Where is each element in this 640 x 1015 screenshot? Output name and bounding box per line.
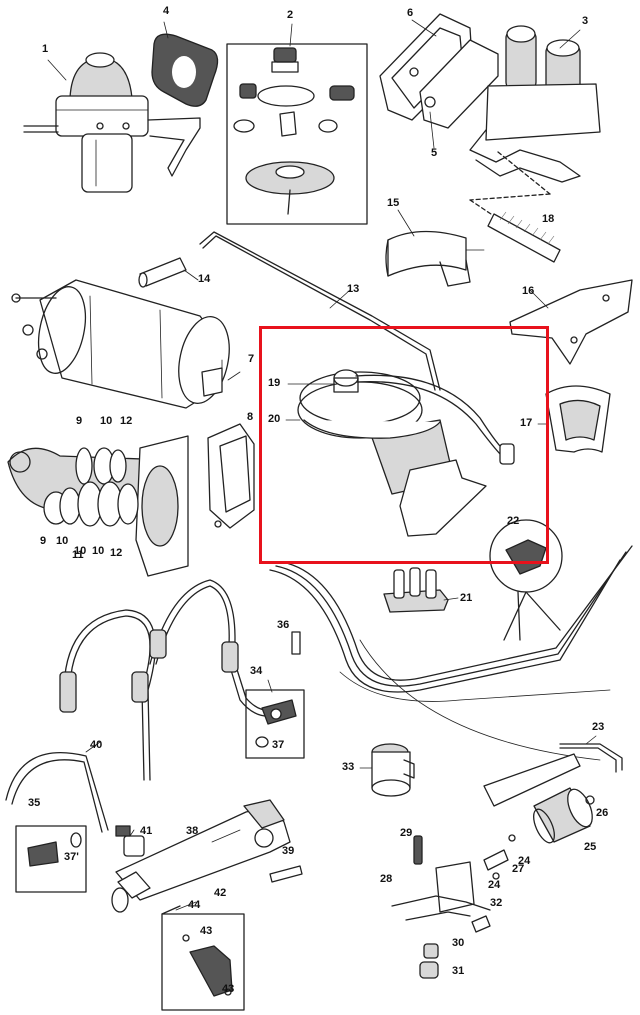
return-hose-drawing — [5, 752, 109, 833]
pipe-clip-drawing — [489, 519, 563, 641]
regulator-kit-box — [245, 689, 305, 759]
injector-kit-box — [161, 913, 245, 1011]
callout-35[interactable]: 35 — [28, 797, 41, 809]
pump-internals-drawing — [7, 435, 189, 577]
callout-15[interactable]: 15 — [387, 197, 400, 209]
callout-3[interactable]: 3 — [582, 15, 589, 27]
callout-5[interactable]: 5 — [431, 147, 438, 159]
callout-20[interactable]: 20 — [268, 413, 281, 425]
callout-27[interactable]: 27 — [512, 863, 525, 875]
callout-19[interactable]: 19 — [268, 377, 281, 389]
callout-34[interactable]: 34 — [250, 665, 263, 677]
callout-32[interactable]: 32 — [490, 897, 503, 909]
callout-10b[interactable]: 10 — [56, 535, 69, 547]
callout-29[interactable]: 29 — [400, 827, 413, 839]
callout-36[interactable]: 36 — [277, 619, 290, 631]
fuel-pipe-23-drawing — [559, 743, 623, 773]
callout-9a[interactable]: 9 — [76, 415, 83, 427]
callout-10d[interactable]: 10 — [92, 545, 105, 557]
callout-40[interactable]: 40 — [90, 739, 103, 751]
connector-kit-box — [15, 825, 87, 893]
callout-39[interactable]: 39 — [282, 845, 295, 857]
callout-10a[interactable]: 10 — [100, 415, 113, 427]
highlight-box — [259, 326, 549, 564]
callout-17[interactable]: 17 — [520, 417, 533, 429]
callout-12a[interactable]: 12 — [120, 415, 133, 427]
callout-6[interactable]: 6 — [407, 7, 414, 19]
callout-41[interactable]: 41 — [140, 825, 153, 837]
callout-18[interactable]: 18 — [542, 213, 555, 225]
callout-11[interactable]: 11 — [72, 549, 84, 561]
callout-22[interactable]: 22 — [507, 515, 520, 527]
callout-14[interactable]: 14 — [198, 273, 211, 285]
hose-drawing — [138, 257, 187, 288]
fuel-rail-hoses-drawing — [59, 579, 273, 781]
contact-set-drawing — [207, 423, 255, 529]
callout-7[interactable]: 7 — [248, 353, 255, 365]
callout-10c[interactable]: 10 — [74, 545, 87, 557]
pump-assembly-drawing — [379, 13, 601, 221]
fuel-rail-drawing — [111, 799, 291, 915]
callout-44[interactable]: 44 — [188, 899, 201, 911]
callout-9b[interactable]: 9 — [40, 535, 47, 547]
fuel-pipe-13-drawing — [199, 231, 441, 391]
callout-25[interactable]: 25 — [584, 841, 597, 853]
grommet-drawing — [383, 567, 449, 613]
callout-38[interactable]: 38 — [186, 825, 199, 837]
mechanical-fuel-pump-drawing — [23, 52, 201, 193]
callout-31[interactable]: 31 — [452, 965, 465, 977]
leader-lines — [47, 19, 597, 911]
callout-37b[interactable]: 37' — [64, 851, 79, 863]
electric-fuel-pump-drawing — [11, 279, 241, 409]
filter-bracket-drawing — [391, 834, 516, 979]
fuel-line-bundle-drawing — [269, 545, 633, 761]
callout-30[interactable]: 30 — [452, 937, 465, 949]
bolts-drawing — [269, 631, 303, 883]
callout-42[interactable]: 42 — [214, 887, 227, 899]
in-tank-pump-drawing — [297, 369, 515, 537]
callout-2[interactable]: 2 — [287, 9, 294, 21]
callout-43a[interactable]: 43 — [200, 925, 213, 937]
callout-12b[interactable]: 12 — [110, 547, 123, 559]
callout-23[interactable]: 23 — [592, 721, 605, 733]
callout-43b[interactable]: 43 — [222, 983, 235, 995]
callout-37a[interactable]: 37 — [272, 739, 285, 751]
callout-33[interactable]: 33 — [342, 761, 355, 773]
callout-24b[interactable]: 24 — [488, 879, 501, 891]
rubber-insulator-drawing — [545, 385, 611, 453]
callout-24a[interactable]: 24 — [518, 855, 531, 867]
bracket-drawing — [509, 279, 633, 365]
callout-13[interactable]: 13 — [347, 283, 360, 295]
stud-drawing — [487, 211, 561, 263]
callout-4[interactable]: 4 — [163, 5, 170, 17]
inertia-switch-drawing — [371, 743, 415, 797]
fuel-filter-drawing — [483, 753, 595, 844]
callout-8[interactable]: 8 — [247, 411, 254, 423]
spacer-block-drawing — [151, 33, 219, 107]
mounting-clamp-drawing — [385, 230, 485, 287]
callout-28[interactable]: 28 — [380, 873, 393, 885]
callout-16[interactable]: 16 — [522, 285, 535, 297]
service-kit-box — [226, 43, 368, 225]
callout-1[interactable]: 1 — [42, 43, 49, 55]
callout-21[interactable]: 21 — [460, 592, 473, 604]
callout-26[interactable]: 26 — [596, 807, 609, 819]
